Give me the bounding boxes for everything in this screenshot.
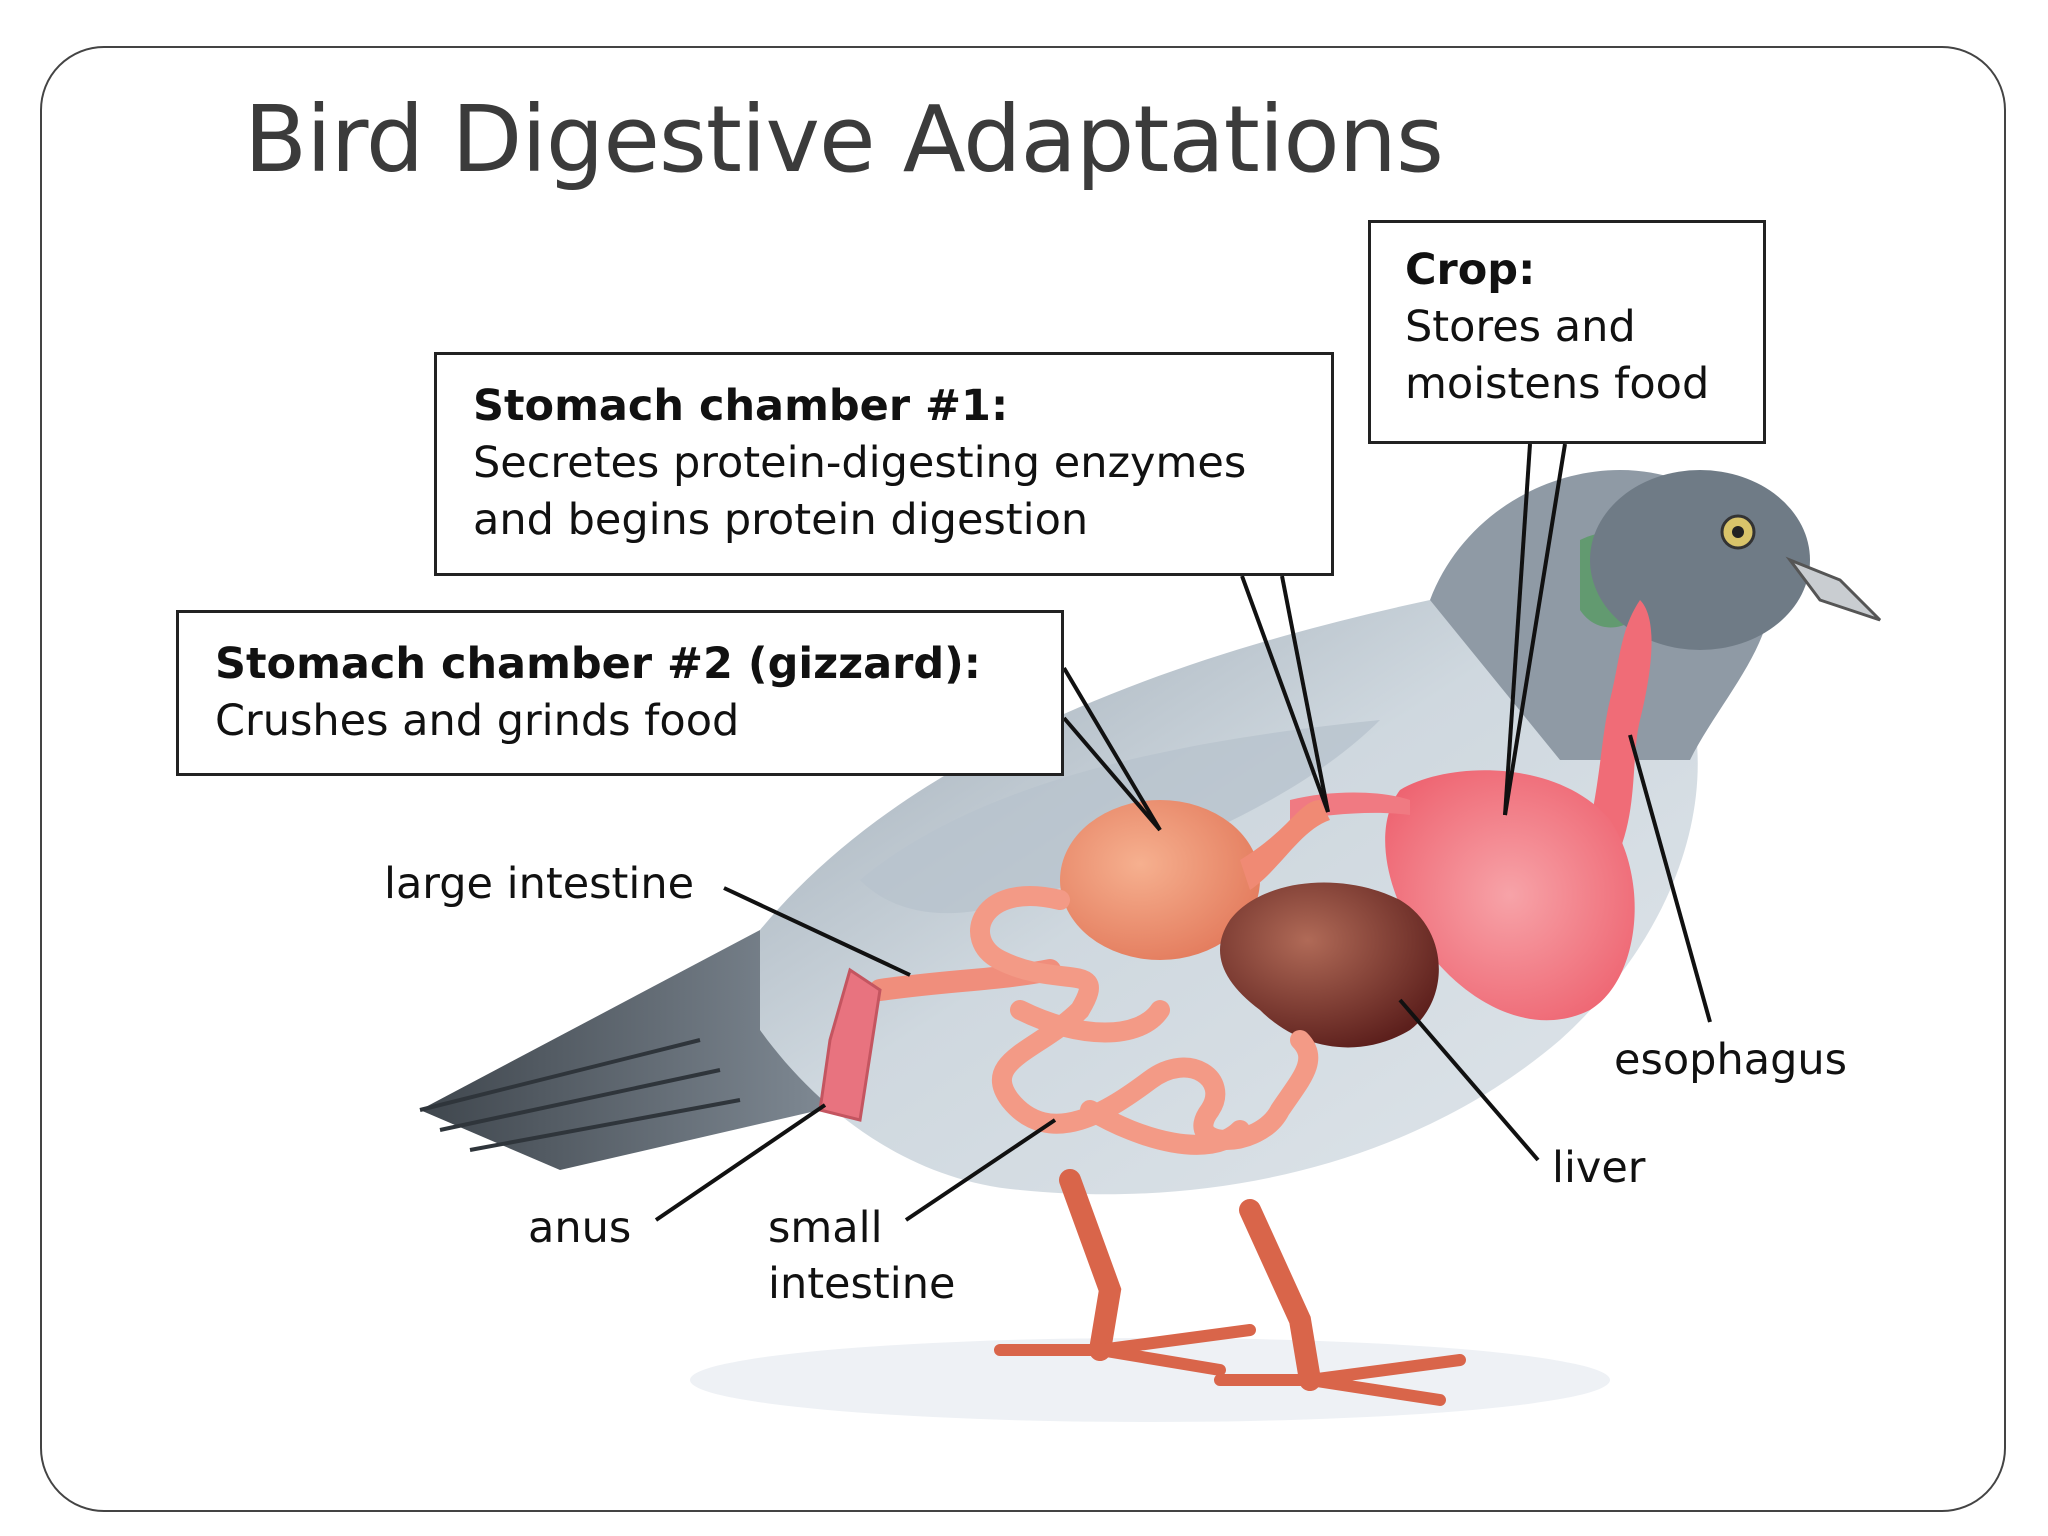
label-small-intestine-line-1: small	[768, 1200, 955, 1256]
label-small-intestine-line-2: intestine	[768, 1256, 955, 1312]
label-large-intestine: large intestine	[384, 856, 694, 912]
bird-head	[1590, 470, 1810, 650]
stomach1-callout: Stomach chamber #1: Secretes protein-dig…	[434, 352, 1334, 576]
stomach1-line-1: Secretes protein-digesting enzymes	[473, 435, 1295, 492]
crop-callout: Crop: Stores and moistens food	[1368, 220, 1766, 444]
label-liver: liver	[1552, 1140, 1645, 1196]
stomach2-heading: Stomach chamber #2 (gizzard):	[215, 635, 1025, 693]
ground-shadow	[690, 1338, 1610, 1422]
left-leg	[1070, 1180, 1110, 1350]
label-small-intestine: small intestine	[768, 1200, 955, 1312]
stomach1-line-2: and begins protein digestion	[473, 492, 1295, 549]
pupil	[1732, 526, 1744, 538]
label-anus: anus	[528, 1200, 631, 1256]
stomach1-heading: Stomach chamber #1:	[473, 377, 1295, 435]
crop-line-1: Stores and	[1405, 299, 1729, 356]
stomach2-line-1: Crushes and grinds food	[215, 693, 1025, 750]
label-esophagus: esophagus	[1614, 1032, 1847, 1088]
crop-line-2: moistens food	[1405, 356, 1729, 413]
stomach2-callout: Stomach chamber #2 (gizzard): Crushes an…	[176, 610, 1064, 776]
crop-heading: Crop:	[1405, 241, 1729, 299]
